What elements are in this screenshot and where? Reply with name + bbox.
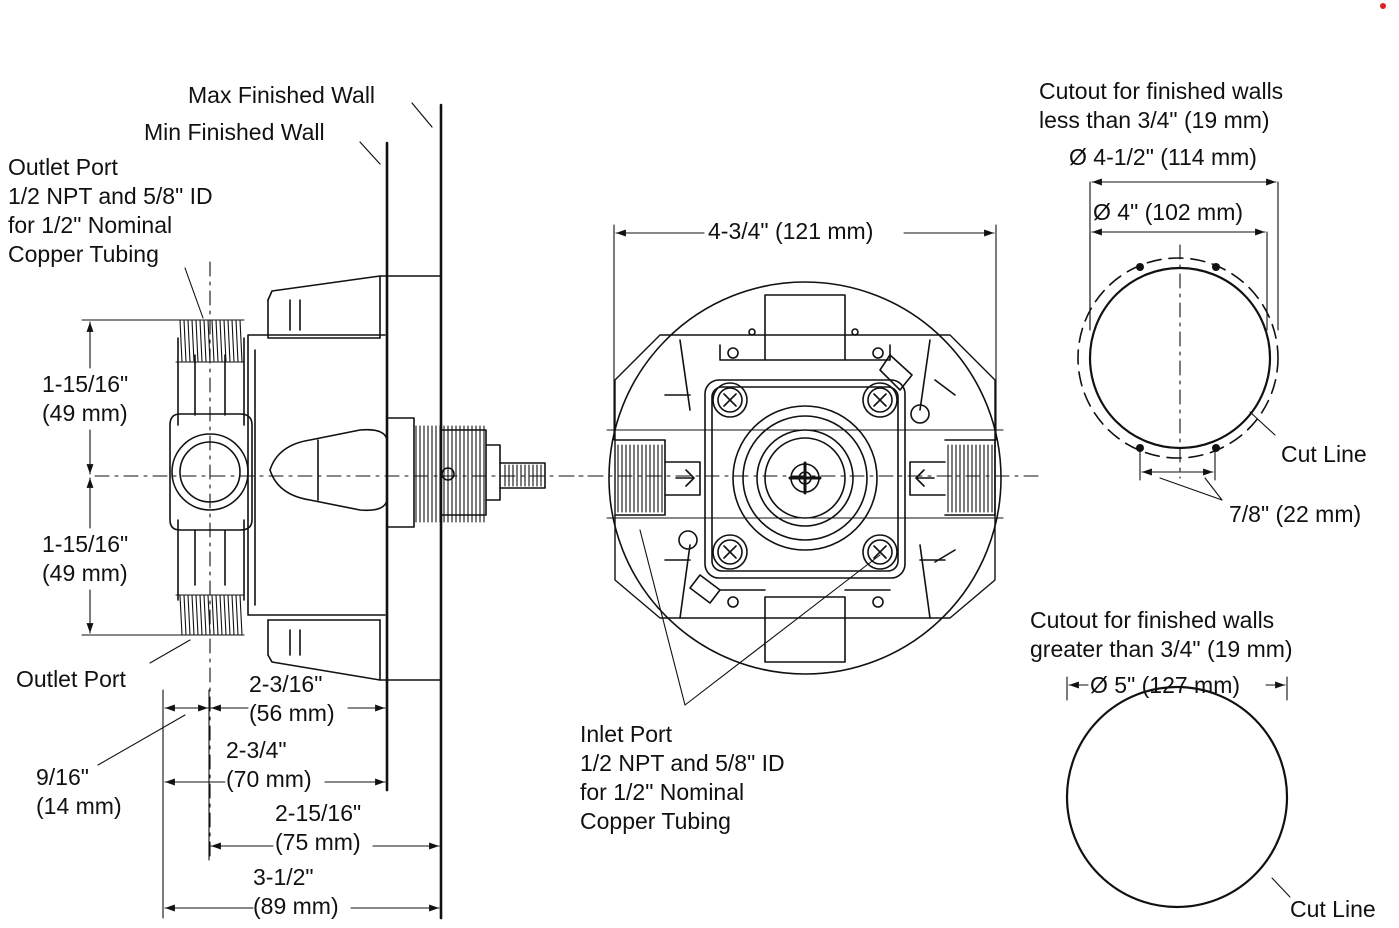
cutout-large-cut-line: Cut Line: [1290, 896, 1376, 922]
side-view-dimensions: [81, 267, 440, 919]
max-finished-wall-label: Max Finished Wall: [188, 82, 376, 108]
marker-dot: [1380, 3, 1386, 9]
outlet-port-bottom-label: Outlet Port: [16, 666, 126, 692]
front-view-threads: [617, 444, 993, 513]
dim-2-3-16-label: 2-3/16" (56 mm): [249, 671, 335, 726]
dim-2-3-4-label: 2-3/4" (70 mm): [226, 737, 312, 792]
front-view-dimensions: [613, 224, 997, 706]
cutout-small: [1077, 178, 1279, 501]
dim-9-16-label: 9/16" (14 mm): [36, 764, 122, 819]
cutout-large-dia: Ø 5" (127 mm): [1090, 672, 1241, 698]
dim-3-1-2-label: 3-1/2" (89 mm): [253, 864, 339, 919]
front-view-valve: [606, 281, 1004, 675]
side-view-valve: [169, 102, 546, 920]
front-width-dim-label: 4-3/4" (121 mm): [708, 218, 874, 244]
dim-2-15-16-label: 2-15/16" (75 mm): [275, 800, 362, 855]
cutout-small-inner-dia: Ø 4" (102 mm): [1093, 199, 1244, 225]
min-finished-wall-label: Min Finished Wall: [144, 119, 325, 145]
cutout-small-title: Cutout for finished walls less than 3/4"…: [1039, 78, 1284, 133]
cutout-large: [1065, 676, 1291, 909]
cutout-small-7-8-dim: 7/8" (22 mm): [1229, 501, 1362, 527]
dim-upper-label: 1-15/16" (49 mm): [42, 371, 129, 426]
cutout-small-cut-line: Cut Line: [1281, 441, 1367, 467]
dim-lower-label: 1-15/16" (49 mm): [42, 531, 129, 586]
cutout-small-outer-dia: Ø 4-1/2" (114 mm): [1069, 144, 1257, 170]
outlet-port-top-label: Outlet Port 1/2 NPT and 5/8" ID for 1/2"…: [8, 154, 213, 267]
cutout-large-title: Cutout for finished walls greater than 3…: [1030, 607, 1293, 662]
inlet-port-label: Inlet Port 1/2 NPT and 5/8" ID for 1/2" …: [580, 721, 785, 834]
